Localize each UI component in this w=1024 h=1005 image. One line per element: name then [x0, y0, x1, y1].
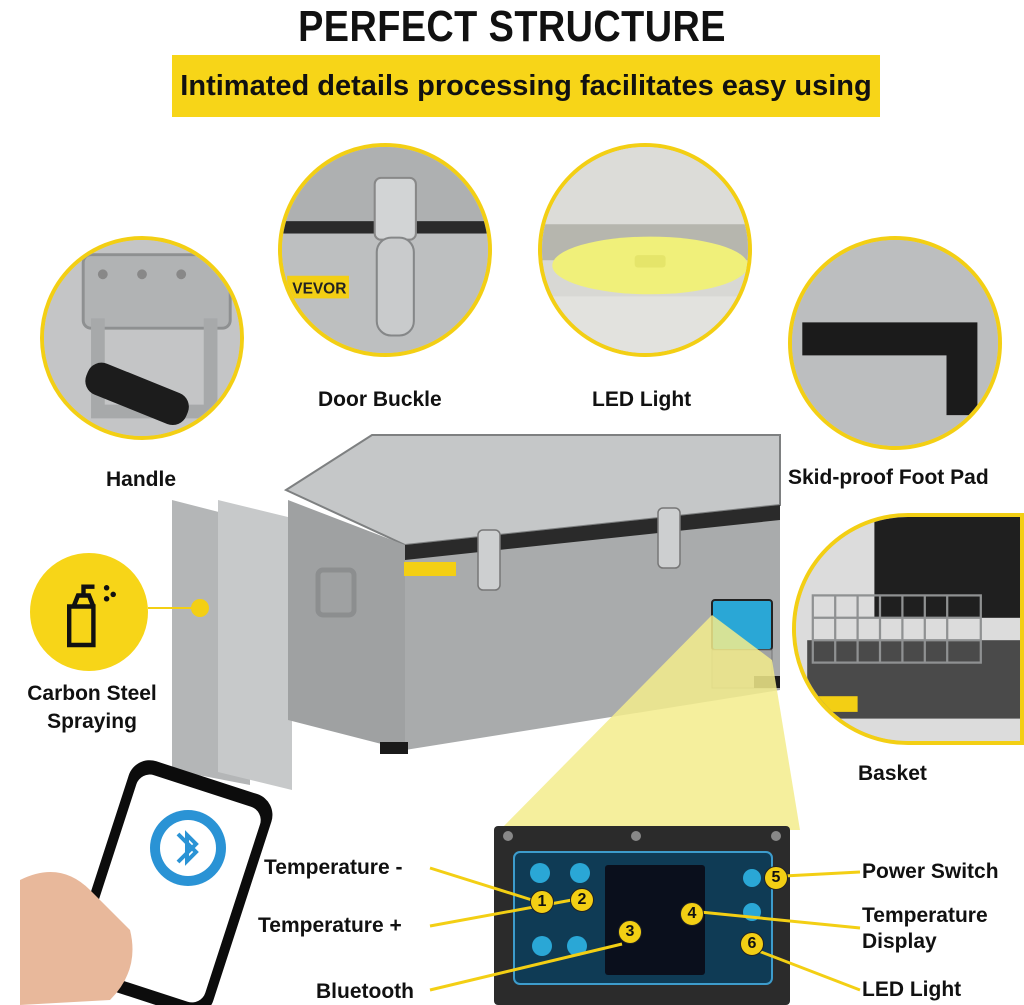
marker-3: 3 [618, 920, 642, 944]
marker-6: 6 [740, 932, 764, 956]
spray-can-icon [34, 557, 144, 667]
subtitle-banner: Intimated details processing facilitates… [172, 55, 880, 117]
power-button [743, 869, 761, 887]
power-switch-label: Power Switch [862, 860, 999, 883]
bluetooth-label: Bluetooth [316, 980, 414, 1003]
door-buckle-label: Door Buckle [318, 388, 442, 411]
carbon-steel-icon [30, 553, 148, 671]
carbon-steel-label-1: Carbon Steel [27, 682, 157, 705]
battery-button [532, 936, 552, 956]
marker-2: 2 [570, 888, 594, 912]
led-light-label: LED Light [592, 388, 692, 411]
temperature-plus-label: Temperature + [258, 914, 402, 937]
basket-label: Basket [858, 762, 927, 785]
led-light-panel-label: LED Light [862, 978, 962, 1001]
temperature-minus-label: Temperature - [264, 856, 403, 879]
handle-illustration [44, 240, 240, 436]
handle-label: Handle [106, 468, 177, 491]
marker-1: 1 [530, 890, 554, 914]
foot-pad-detail-image [788, 236, 1002, 450]
fridge-lid [283, 434, 781, 547]
marker-5: 5 [764, 866, 788, 890]
phone-illustration [20, 760, 273, 1005]
led-light-illustration [542, 147, 748, 353]
compressor-button [567, 936, 587, 956]
fridge-side [288, 500, 405, 750]
minus-button [530, 863, 550, 883]
zoom-cone [500, 615, 800, 830]
foot-pad-label: Skid-proof Foot Pad [788, 466, 989, 489]
subtitle: Intimated details processing facilitates… [180, 70, 872, 102]
pointer-dot [191, 599, 209, 617]
steel-panel-front [218, 500, 292, 790]
handle-detail-image [40, 236, 244, 440]
door-buckle-detail-image: VEVOR [278, 143, 492, 357]
foot-pad-illustration [792, 240, 998, 446]
temperature-display-label-2: Display [862, 930, 937, 953]
page-title: PERFECT STRUCTURE [298, 2, 726, 51]
svg-text:VEVOR: VEVOR [292, 280, 346, 297]
plus-button [570, 863, 590, 883]
door-buckle-illustration: VEVOR [282, 147, 488, 353]
led-light-detail-image [538, 143, 752, 357]
basket-detail-image [792, 513, 1024, 745]
marker-4: 4 [680, 902, 704, 926]
temperature-display-label-1: Temperature [862, 904, 988, 927]
panel-screen [605, 865, 705, 975]
carbon-steel-label-2: Spraying [47, 710, 137, 733]
